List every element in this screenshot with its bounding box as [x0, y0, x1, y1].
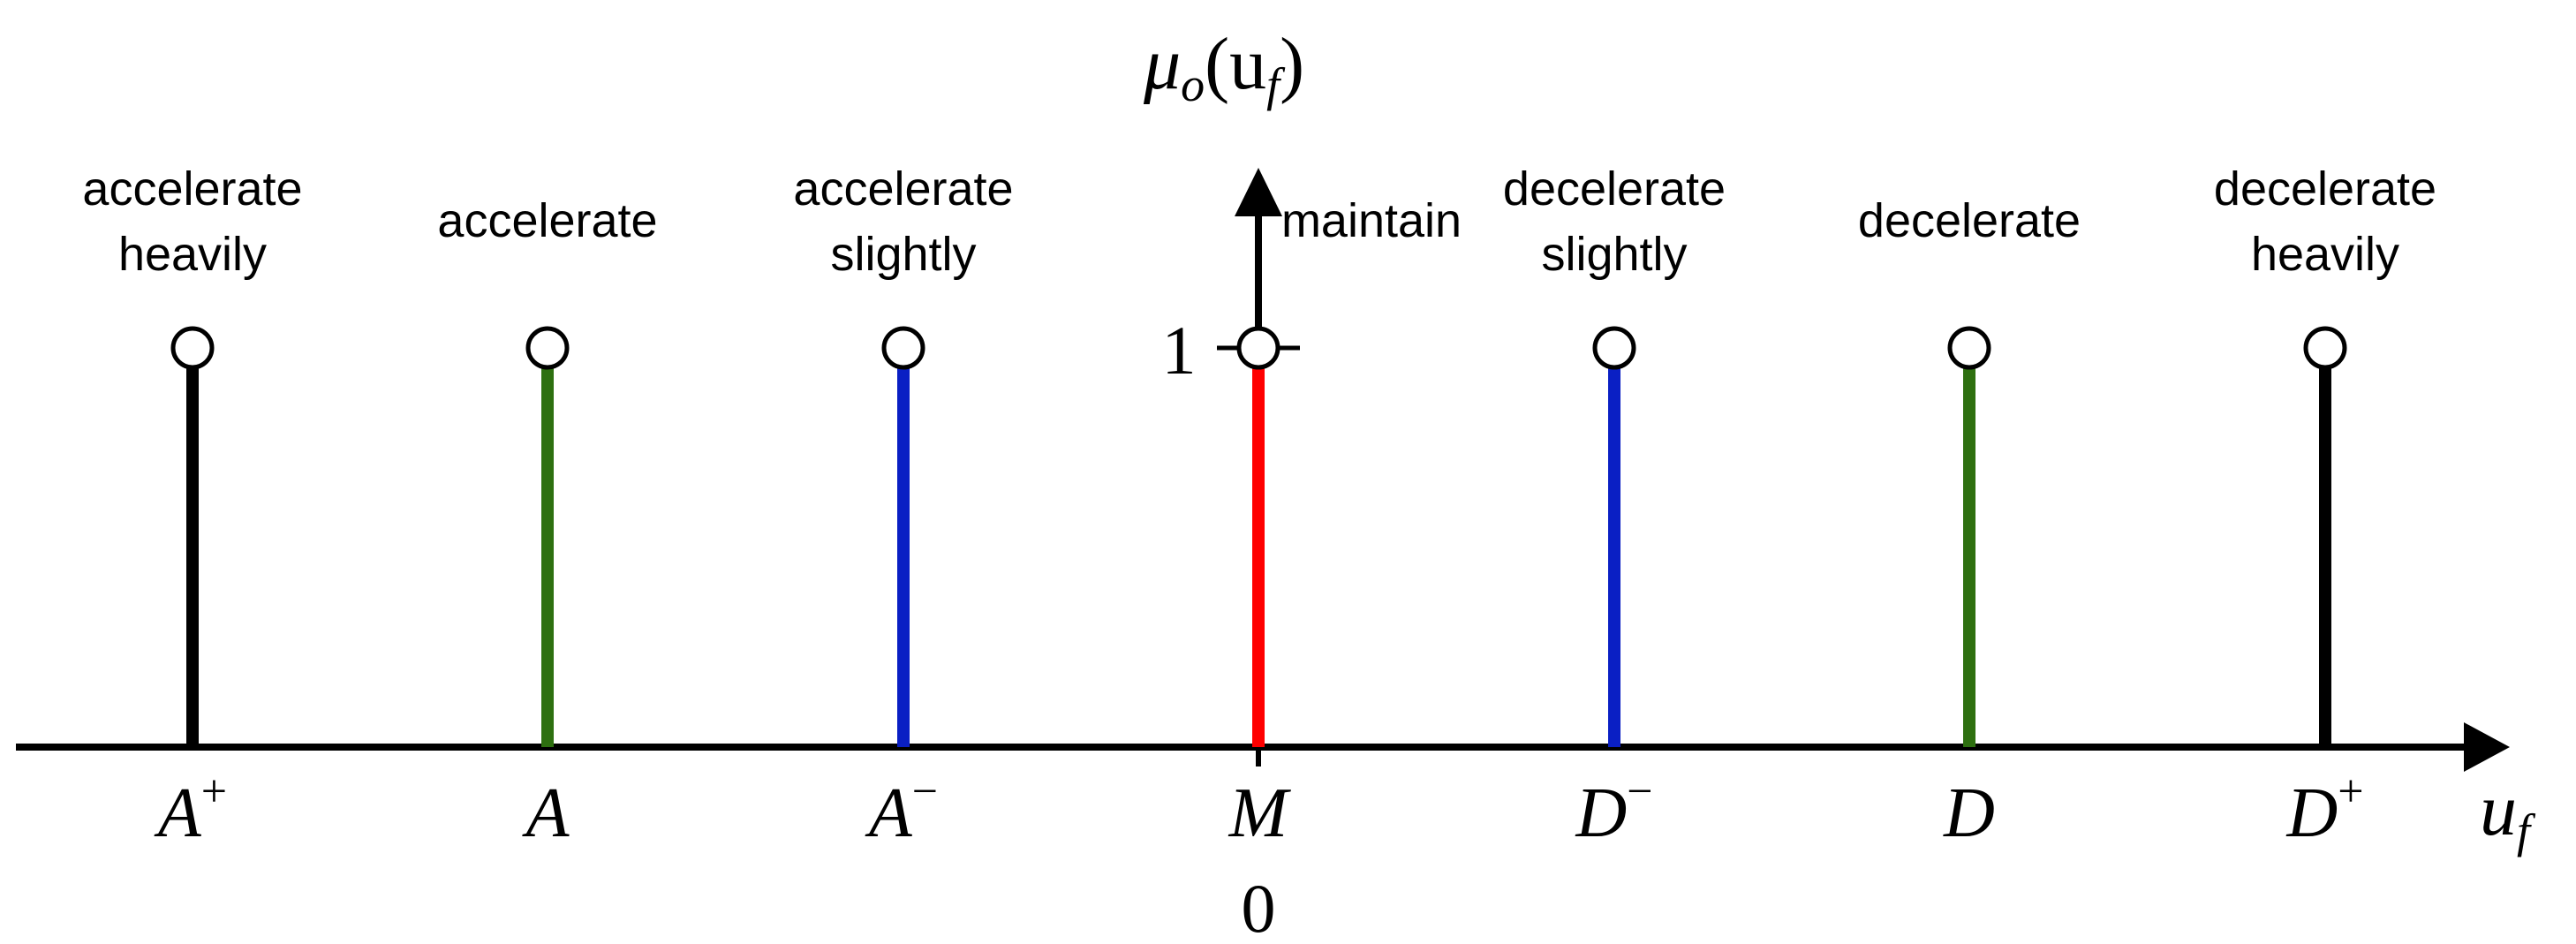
y-label-arg-open: (u	[1205, 23, 1266, 105]
singleton-marker	[525, 326, 570, 370]
singleton-symbol-sup: +	[2338, 767, 2363, 817]
singleton-symbol-sup: −	[1627, 767, 1652, 817]
singleton-symbol-letter: M	[1228, 774, 1292, 852]
singleton-symbol-letter: A	[865, 774, 913, 852]
singleton-label: heavily	[2251, 228, 2399, 281]
singleton-marker	[1947, 326, 1991, 370]
singleton-group: accelerateheavilyA+accelerateAaccelerate…	[82, 162, 2436, 852]
singleton-label: maintain	[1281, 194, 1462, 247]
singleton-label: accelerate	[437, 194, 657, 247]
y-label-main: μ	[1143, 23, 1181, 105]
singleton-symbol-sup: +	[201, 767, 227, 817]
y-label-arg-close: )	[1280, 23, 1304, 105]
singleton-marker	[881, 326, 925, 370]
y-label-sub: o	[1181, 58, 1205, 111]
y-axis-arrowhead	[1235, 168, 1282, 216]
singleton-label: accelerate	[82, 162, 302, 215]
x-label-main: u	[2480, 769, 2517, 851]
singleton-label: slightly	[830, 228, 976, 281]
singleton-label: decelerate	[1503, 162, 1726, 215]
singleton-marker	[2303, 326, 2347, 370]
singleton-marker	[1236, 326, 1280, 370]
x-label-sub: f	[2517, 804, 2536, 857]
singleton-symbol: A+	[154, 767, 227, 852]
singleton-symbol: A−	[865, 767, 938, 852]
singleton-symbol-letter: D	[1575, 774, 1627, 852]
singleton-label: decelerate	[1858, 194, 2081, 247]
origin-label: 0	[1242, 870, 1276, 944]
singleton-label: heavily	[118, 228, 267, 281]
singleton-label: accelerate	[793, 162, 1013, 215]
x-axis-arrowhead	[2464, 722, 2510, 772]
singleton-symbol-letter: D	[1943, 774, 1995, 852]
singleton-label: slightly	[1541, 228, 1687, 281]
singleton-symbol-letter: D	[2285, 774, 2338, 852]
x-axis-label: uf	[2480, 769, 2536, 857]
singleton-marker	[1592, 326, 1636, 370]
singleton-symbol: D−	[1575, 767, 1652, 852]
singleton-marker	[170, 326, 215, 370]
y-axis-label: μo(uf)	[1143, 23, 1304, 111]
singleton-symbol: D+	[2285, 767, 2363, 852]
singleton-symbol: A	[522, 774, 570, 852]
singleton-symbol: D	[1943, 774, 1995, 852]
singleton-symbol-letter: A	[154, 774, 202, 852]
y-tick-label: 1	[1162, 312, 1197, 389]
singleton-symbol-letter: A	[522, 774, 570, 852]
singleton-symbol-sup: −	[912, 767, 938, 817]
singleton-label: decelerate	[2214, 162, 2436, 215]
singleton-symbol: M	[1228, 774, 1292, 852]
